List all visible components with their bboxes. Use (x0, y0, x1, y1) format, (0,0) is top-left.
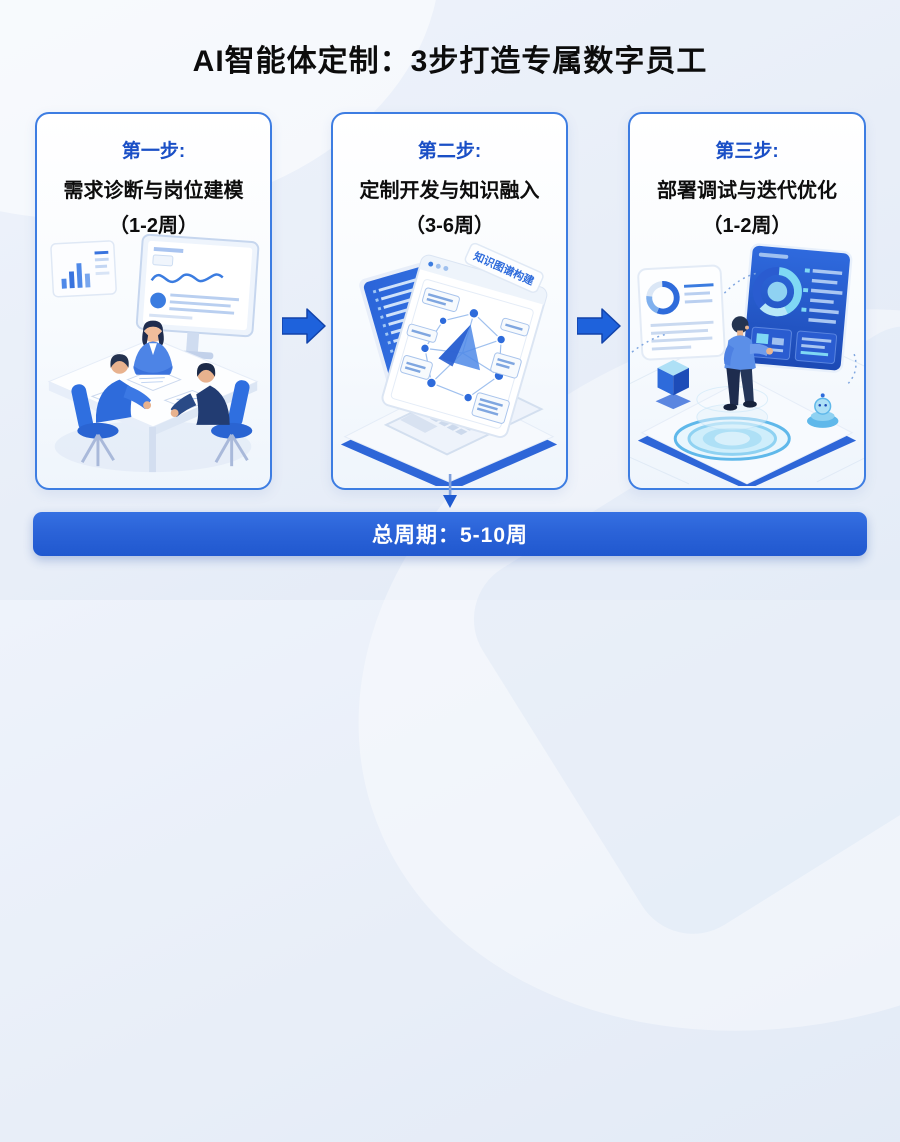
meeting-illustration (37, 234, 270, 486)
graph-label-text (404, 293, 523, 416)
knowledge-graph-panel (381, 254, 548, 439)
bar-chart-panel (50, 240, 117, 298)
step-card-2: 第二步: 定制开发与知识融入 （3-6周） (331, 112, 568, 490)
step-1-title: 需求诊断与岗位建模 (63, 180, 244, 202)
step-3-label: 第三步: (715, 141, 779, 162)
donut-chart (646, 281, 680, 315)
robot-figure (806, 393, 839, 428)
step-3-title: 部署调试与迭代优化 (657, 180, 837, 202)
person-right (170, 362, 253, 467)
arrow-right-icon (576, 307, 621, 345)
total-duration-bar: 总周期：5-10周 (33, 512, 867, 556)
person-left (71, 354, 152, 467)
standing-person (723, 316, 774, 411)
monitor-stand (186, 332, 200, 353)
step-2-duration: （3-6周） (405, 215, 494, 237)
trackpad (400, 413, 438, 433)
laptop-scene-svg: 知识图谱构建 (340, 242, 558, 486)
circular-gauge (752, 267, 802, 317)
holo-rings (673, 386, 791, 461)
meeting-scene-svg (47, 234, 260, 473)
report-card (637, 264, 726, 361)
arrow-right-icon (281, 307, 326, 345)
step-card-3: 第三步: 部署调试与迭代优化 （1-2周） (628, 112, 866, 490)
step-card-1: 第一步: 需求诊断与岗位建模 （1-2周） (35, 112, 272, 490)
total-duration-label: 总周期：5-10周 (371, 524, 529, 547)
laptop-knowledge-graph-illustration: 知识图谱构建 (333, 234, 566, 486)
deployment-illustration (630, 234, 864, 486)
dashboard-screen (740, 243, 853, 373)
cube-stack (655, 360, 691, 410)
dashboard-panels (749, 326, 838, 364)
step-1-duration: （1-2周） (109, 215, 198, 237)
step-1-label: 第一步: (121, 141, 186, 162)
deployment-scene-svg (630, 243, 864, 486)
dotted-connectors (631, 272, 857, 387)
arrow-down-icon (442, 474, 458, 510)
person-center (133, 320, 173, 375)
step-2-label: 第二步: (417, 141, 482, 162)
line-chart (150, 273, 224, 284)
page-title: AI智能体定制：3步打造专属数字员工 (192, 45, 708, 78)
step-2-title: 定制开发与知识融入 (359, 180, 540, 202)
graph-nodes (419, 307, 507, 403)
dashboard-stats (801, 268, 843, 324)
step-3-duration: （1-2周） (702, 215, 792, 237)
monitor (135, 234, 260, 360)
